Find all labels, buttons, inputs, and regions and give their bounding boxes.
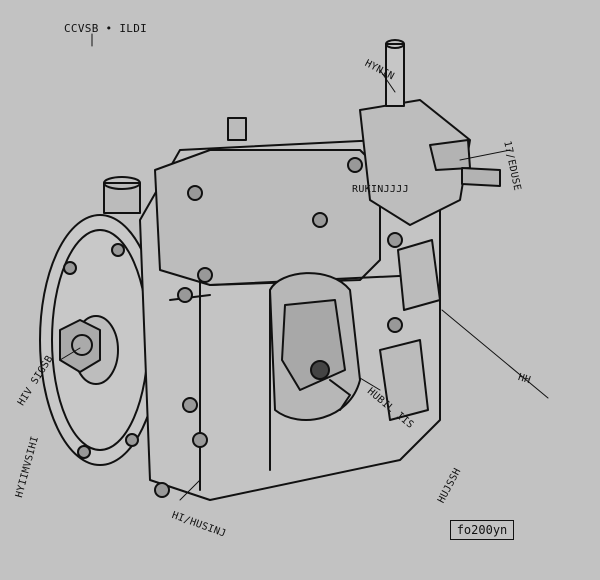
callout-mid: RUKINJJJJ [352,184,409,195]
leader-lines [59,33,549,501]
right-side-block [379,239,441,421]
governor-cover [269,272,361,421]
callout-top: CCVSB • ILDI [64,22,148,35]
top-fitting-left [103,117,247,214]
figure-code-box: fo200yn [450,520,514,540]
mounting-flange [39,214,161,466]
shutoff-valve-housing [359,39,501,226]
